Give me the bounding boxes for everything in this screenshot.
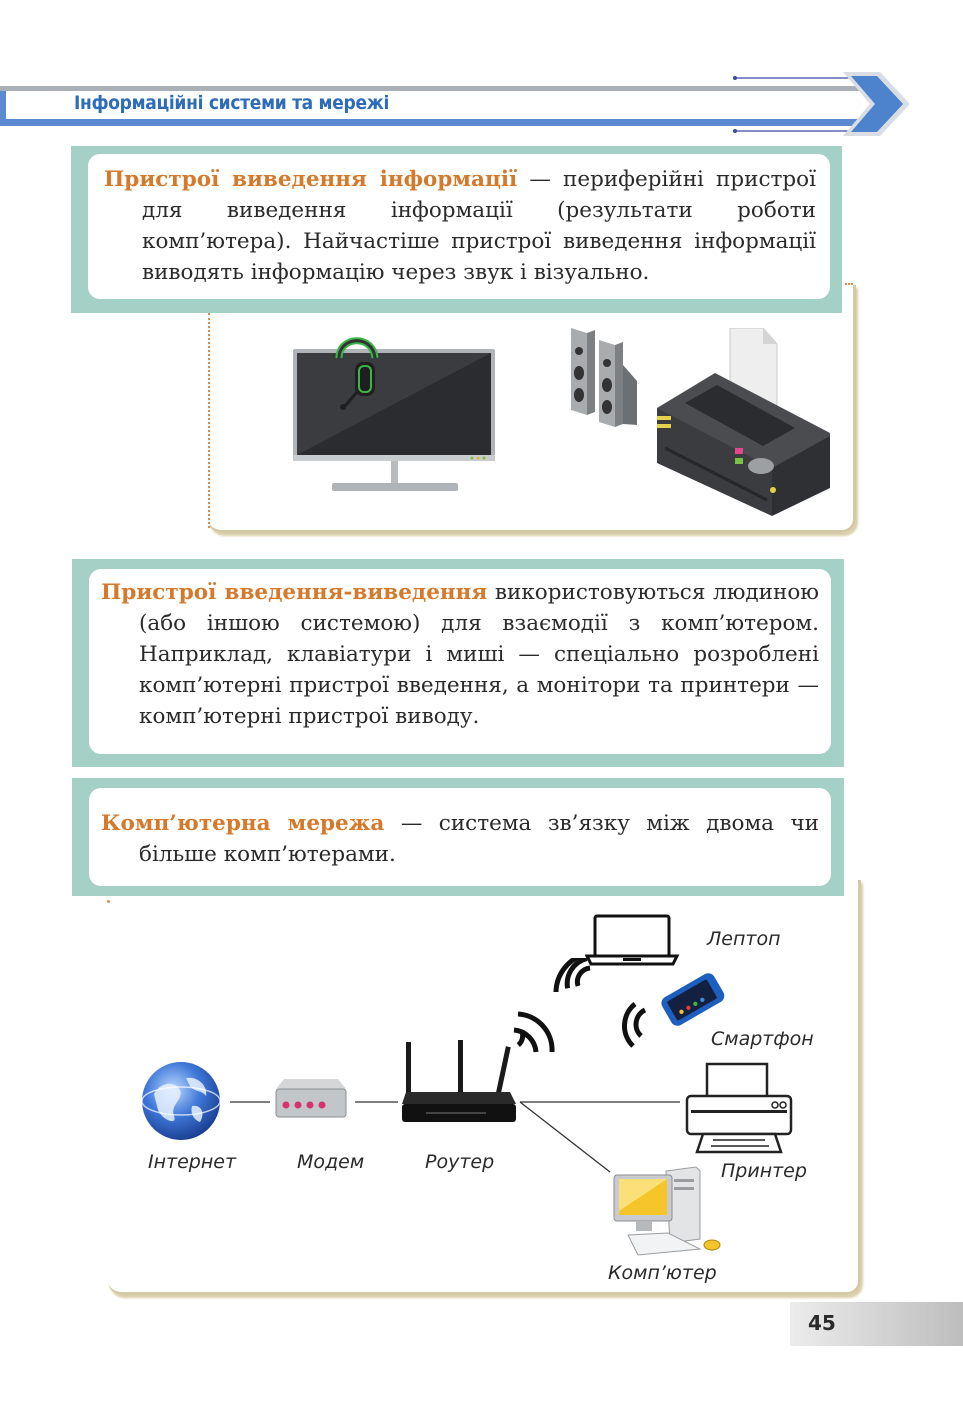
header-left-edge: [0, 91, 6, 119]
panel-dotted-edge: [208, 313, 210, 528]
definition-box-network: Комп’ютерна мережа — система зв’язку між…: [72, 778, 844, 896]
laptop-icon: [585, 914, 680, 966]
section-title: Інформаційні системи та мережі: [74, 92, 390, 114]
definition-box-io: Пристрої введення-виведення використовую…: [72, 559, 844, 767]
definition-box-output: Пристрої виведення інформації — перифері…: [71, 146, 842, 313]
label-computer: Комп’ютер: [608, 1262, 717, 1284]
internet-globe-icon: [141, 1062, 221, 1140]
definition-output-text: Пристрої виведення інформації — перифері…: [104, 167, 816, 285]
definition-network-text: Комп’ютерна мережа — система зв’язку між…: [101, 811, 819, 867]
term-output-devices: Пристрої виведення інформації: [104, 167, 518, 192]
header-arrow-icon: [733, 72, 910, 136]
wifi-signal-smartphone-icon: [621, 1002, 647, 1048]
router-icon: [402, 1040, 516, 1122]
page-number: 45: [808, 1311, 836, 1335]
label-smartphone: Смартфон: [711, 1028, 814, 1050]
wifi-signal-router-icon: [513, 1011, 555, 1053]
desktop-computer-icon: [613, 1166, 721, 1256]
term-computer-network: Комп’ютерна мережа: [101, 811, 385, 836]
page-number-bar: [790, 1302, 963, 1346]
modem-icon: [275, 1079, 347, 1118]
label-printer: Принтер: [721, 1160, 807, 1182]
label-laptop: Лептоп: [707, 928, 781, 950]
speakers-icon: [571, 328, 637, 427]
headset-icon: [335, 337, 379, 410]
network-printer-icon: [685, 1062, 793, 1154]
label-modem: Модем: [297, 1151, 365, 1173]
header-rule-top: [0, 86, 870, 91]
smartphone-icon: [661, 973, 725, 1026]
network-diagram-panel: [108, 880, 861, 1295]
panel-dotted-corner: [845, 283, 853, 285]
definition-io-text: Пристрої введення-виведення використовую…: [101, 580, 819, 729]
network-links: [230, 1101, 680, 1173]
label-internet: Інтернет: [148, 1151, 237, 1173]
header-band: [0, 91, 860, 119]
term-io-devices: Пристрої введення-виведення: [101, 580, 488, 605]
label-router: Роутер: [425, 1151, 495, 1173]
printer-icon: [657, 328, 830, 516]
wifi-signal-laptop-icon: [553, 958, 591, 993]
monitor-icon: [293, 349, 495, 491]
output-devices-panel: [208, 285, 856, 533]
panel-dot: [107, 900, 110, 903]
header-rule-bottom: [0, 119, 870, 126]
